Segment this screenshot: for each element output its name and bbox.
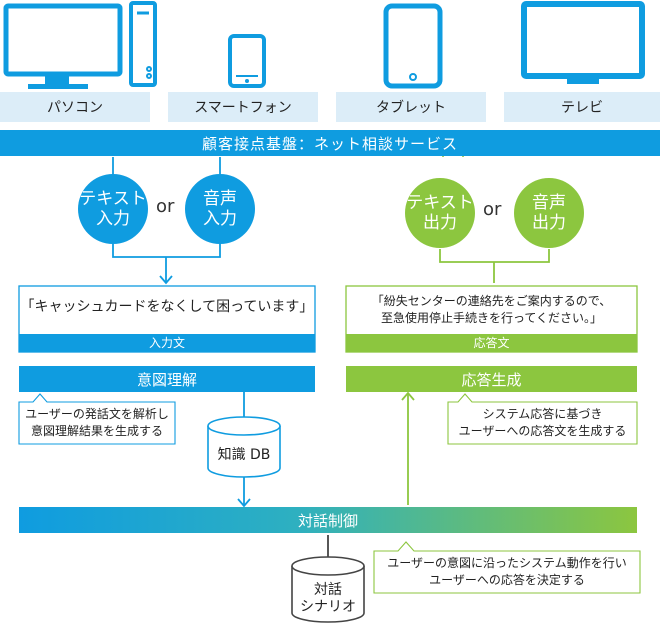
output-note-text: システム応答に基づき ユーザーへの応答文を生成する — [448, 406, 637, 440]
dialog-note-line2: ユーザーへの応答を決定する — [429, 573, 585, 587]
output-sample-line2: 至急使用停止手続きを行ってください。」 — [380, 311, 603, 325]
scenario-db-label: 対話 シナリオ — [292, 582, 364, 616]
input-note-line1: ユーザーの発話文を解析し — [25, 407, 169, 421]
device-label-smartphone: スマートフォン — [168, 92, 318, 122]
output-note-line2: ユーザーへの応答文を生成する — [458, 424, 627, 438]
dialog-note-line1: ユーザーの意図に沿ったシステム動作を行い — [387, 556, 627, 570]
smartphone-icon — [228, 34, 266, 88]
tablet-icon — [383, 3, 443, 89]
output-sample-box — [345, 285, 638, 353]
text-output-circle: テキスト 出力 — [405, 178, 475, 248]
output-sample-line1: 「紛失センターの連絡先をご案内するので、 — [371, 294, 612, 308]
text-input-circle-line1: テキスト — [79, 189, 147, 209]
input-connectors — [112, 157, 251, 508]
voice-input-circle: 音声 入力 — [185, 174, 255, 244]
input-sample-label: 入力文 — [148, 336, 185, 350]
input-note-callout — [18, 393, 176, 445]
text-output-circle-line1: テキスト — [406, 193, 474, 213]
device-label-tv: テレビ — [504, 92, 660, 122]
voice-output-circle-line1: 音声 — [532, 193, 566, 213]
voice-input-circle-line1: 音声 — [203, 189, 237, 209]
intent-understanding-bar: 意図理解 — [19, 366, 315, 392]
text-output-circle-line2: 出力 — [423, 213, 457, 233]
output-connectors — [401, 249, 550, 505]
knowledge-db-cylinder — [207, 416, 281, 478]
output-sample-label: 応答文 — [473, 336, 510, 350]
voice-input-circle-line2: 入力 — [203, 209, 237, 229]
output-sample-text: 「紛失センターの連絡先をご案内するので、 至急使用停止手続きを行ってください。」 — [346, 293, 637, 327]
output-or: or — [483, 199, 502, 220]
dialog-control-bar: 対話制御 — [19, 507, 637, 533]
text-input-circle: テキスト 入力 — [78, 174, 148, 244]
scenario-db-line1: 対話 — [314, 582, 342, 598]
output-note-callout — [447, 393, 638, 445]
knowledge-db-label: 知識 DB — [217, 447, 271, 463]
voice-output-circle: 音声 出力 — [514, 178, 584, 248]
input-note-text: ユーザーの発話文を解析し 意図理解結果を生成する — [19, 406, 175, 440]
response-generation-bar: 応答生成 — [346, 366, 637, 392]
dialog-note-callout — [373, 541, 641, 594]
input-sample-box — [18, 285, 316, 353]
dialog-note-text: ユーザーの意図に沿ったシステム動作を行い ユーザーへの応答を決定する — [374, 555, 640, 589]
input-note-line2: 意図理解結果を生成する — [30, 424, 163, 438]
platform-bar: 顧客接点基盤：ネット相談サービス — [0, 130, 660, 156]
text-input-circle-line2: 入力 — [96, 209, 130, 229]
device-label-tablet: タブレット — [336, 92, 486, 122]
television-icon — [521, 1, 645, 84]
output-note-line1: システム応答に基づき — [482, 407, 603, 421]
scenario-db-line2: シナリオ — [300, 599, 356, 615]
input-or: or — [156, 196, 175, 217]
voice-output-circle-line2: 出力 — [532, 213, 566, 233]
device-label-pc: パソコン — [0, 92, 150, 122]
input-sample-text: 「キャッシュカードをなくして困っています」 — [20, 299, 314, 315]
desktop-pc-icon — [3, 1, 157, 89]
scenario-db-cylinder — [291, 556, 365, 623]
